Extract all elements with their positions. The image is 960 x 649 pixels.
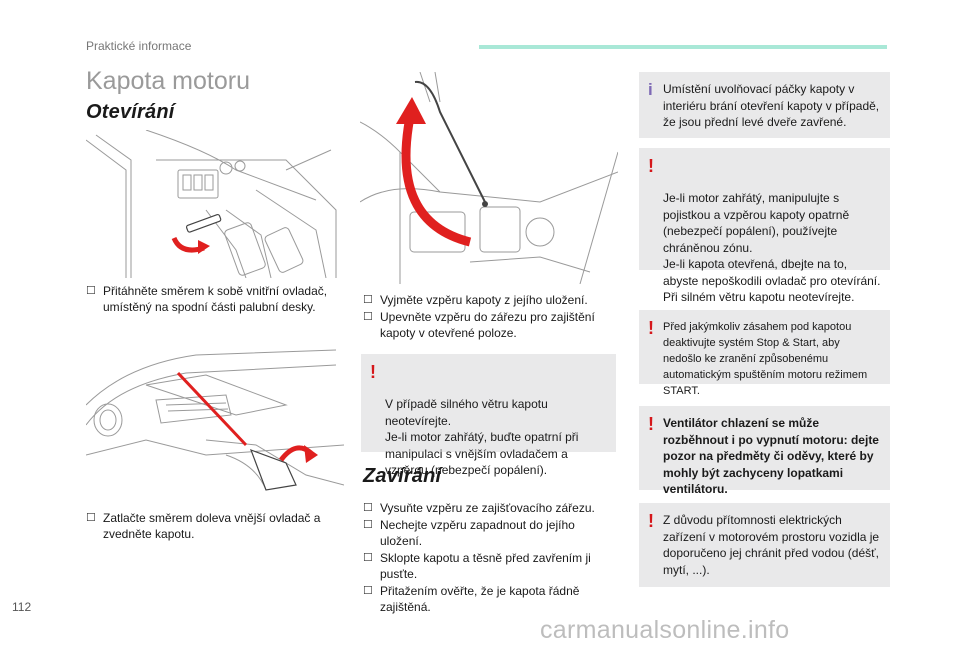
square-bullet-icon: ☐: [86, 285, 96, 297]
list-item: ☐Přitažením ověřte, že je kapota řádně z…: [363, 584, 580, 614]
warning-icon: !: [648, 511, 654, 531]
opening-step2: ☐Zatlačte směrem doleva vnější ovladač a…: [86, 510, 336, 543]
hot-engine-note: ! Je-li motor zahřátý, manipulujte s poj…: [639, 148, 890, 304]
info-lever-note: i Umístění uvolňovací páčky kapoty v int…: [639, 72, 890, 138]
square-bullet-icon: ☐: [363, 311, 373, 323]
warning-icon: !: [648, 318, 654, 338]
lift-arrow-icon: [401, 116, 472, 247]
opening-step1: ☐Přitáhněte směrem k sobě vnitřní ovlada…: [86, 283, 336, 316]
exterior-lever-illustration: [86, 349, 344, 491]
electric-warning-note: ! Z důvodu přítomnosti elektrických zaří…: [639, 503, 890, 587]
hood-prop-rod: [414, 80, 486, 203]
list-item: ☐Vysuňte vzpěru ze zajišťovacího zářezu.: [363, 501, 595, 515]
closing-steps: ☐Vysuňte vzpěru ze zajišťovacího zářezu.…: [363, 500, 618, 616]
square-bullet-icon: ☐: [363, 552, 373, 564]
fan-warning-note: ! Ventilátor chlazení se může rozběhnout…: [639, 406, 890, 496]
page-number: 112: [12, 600, 32, 614]
opening-step3: ☐Vyjměte vzpěru kapoty z jejího uložení.…: [363, 292, 618, 342]
warning-icon: !: [370, 362, 376, 382]
interior-lever-illustration: [86, 130, 337, 278]
list-item: ☐Zatlačte směrem doleva vnější ovladač a…: [86, 511, 321, 541]
list-item: ☐Sklopte kapotu a těsně před zavřením ji…: [363, 551, 591, 581]
info-icon: i: [648, 80, 653, 99]
warning-icon: !: [648, 156, 654, 176]
list-item: ☐Přitáhněte směrem k sobě vnitřní ovlada…: [86, 284, 328, 314]
list-item: ☐Vyjměte vzpěru kapoty z jejího uložení.: [363, 293, 588, 307]
square-bullet-icon: ☐: [86, 512, 96, 524]
square-bullet-icon: ☐: [363, 519, 373, 531]
callout-line: [176, 371, 248, 447]
square-bullet-icon: ☐: [363, 502, 373, 514]
warning-icon: !: [648, 414, 654, 434]
square-bullet-icon: ☐: [363, 585, 373, 597]
heading-opening: Otevírání: [86, 101, 175, 123]
watermark: carmanualsonline.info: [540, 616, 790, 644]
stop-start-note: ! Před jakýmkoliv zásahem pod kapotou de…: [639, 310, 890, 397]
heading-closing: Zavírání: [363, 465, 442, 487]
accent-bar: [479, 45, 887, 49]
list-item: ☐Upevněte vzpěru do zářezu pro zajištění…: [363, 310, 595, 340]
section-label: Praktické informace: [86, 39, 192, 53]
hood-handle: [249, 448, 297, 491]
wind-warning-note: ! V případě silného větru kapotu neoteví…: [361, 354, 616, 477]
release-lever: [185, 213, 222, 233]
list-item: ☐Nechejte vzpěru zapadnout do jejího ulo…: [363, 518, 575, 548]
hood-prop-illustration: [360, 72, 618, 284]
page-title: Kapota motoru: [86, 67, 250, 95]
square-bullet-icon: ☐: [363, 294, 373, 306]
